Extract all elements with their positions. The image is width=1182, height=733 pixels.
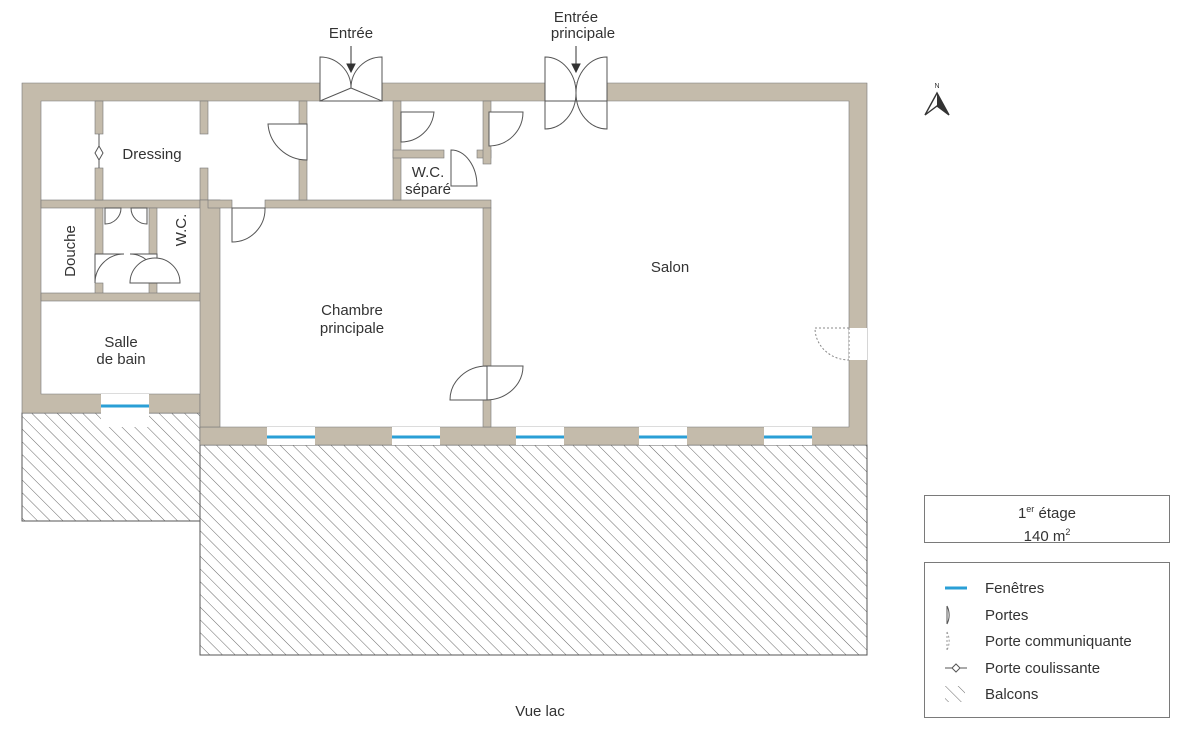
- legend-item-doors: Portes: [943, 605, 1028, 625]
- room-label-salon: Salon: [651, 259, 689, 276]
- floor-area: 140 m2: [1023, 527, 1071, 545]
- legend-item-balconies: Balcons: [943, 684, 1038, 704]
- room-label-bath-2: de bain: [96, 351, 145, 368]
- balcony-left: [21, 412, 201, 522]
- entrance-label: Entrée: [329, 25, 373, 42]
- room-label-bath-1: Salle: [104, 334, 137, 351]
- balcony-main: [199, 444, 868, 656]
- legend: Fenêtres Portes Porte communiquante Port…: [924, 562, 1170, 718]
- connecting-door: [814, 327, 850, 361]
- window-symbol-icon: [945, 586, 967, 590]
- legend-item-connecting-door: Porte communiquante: [943, 631, 1132, 651]
- windows: [101, 404, 812, 439]
- floor-level: 1er étage: [1017, 504, 1077, 522]
- balcony-symbol-icon: [945, 686, 965, 702]
- main-entrance-label-1: Entrée: [554, 9, 598, 26]
- door-symbol-icon: [946, 605, 950, 625]
- main-entrance-label-2: principale: [551, 25, 615, 42]
- floor-info-box: 1er étage 140 m2: [924, 495, 1170, 545]
- sliding-door-symbol-icon: [945, 663, 967, 673]
- north-letter: N: [934, 83, 939, 90]
- legend-item-sliding-door: Porte coulissante: [943, 658, 1100, 678]
- legend-item-windows: Fenêtres: [943, 578, 1044, 598]
- sliding-door-mark: [94, 144, 104, 162]
- room-label-wc-separe-1: W.C.: [412, 164, 445, 181]
- connecting-door-symbol-icon: [946, 631, 950, 651]
- room-label-wc-separe-2: séparé: [405, 181, 451, 198]
- room-label-chambre-1: Chambre: [321, 302, 383, 319]
- doors: [94, 56, 608, 401]
- room-label-douche: Douche: [62, 225, 79, 277]
- entrance-arrows: [346, 46, 581, 74]
- view-label: Vue lac: [515, 703, 565, 720]
- north-arrow-icon: [924, 91, 950, 116]
- room-label-chambre-2: principale: [320, 320, 384, 337]
- room-label-dressing: Dressing: [122, 146, 181, 163]
- room-label-wc: W.C.: [173, 214, 190, 247]
